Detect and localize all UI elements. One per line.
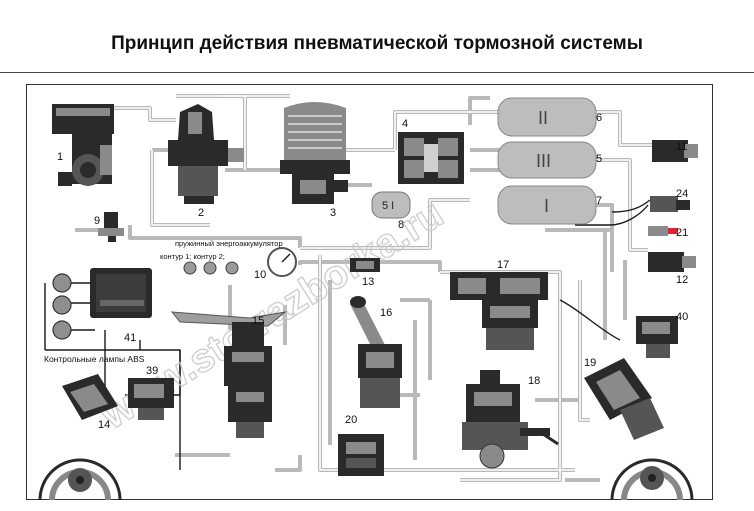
label-10: 10 bbox=[254, 269, 266, 281]
page-title: Принцип действия пневматической тормозно… bbox=[111, 33, 643, 54]
relay-valve-20 bbox=[338, 434, 384, 476]
tank-7-label: I bbox=[544, 196, 549, 216]
brake-pedal-valve bbox=[170, 311, 287, 438]
label-17: 17 bbox=[497, 259, 509, 271]
label-6: 6 bbox=[596, 112, 602, 124]
trailer-coupling-11 bbox=[652, 140, 698, 162]
label-3: 3 bbox=[330, 207, 336, 219]
label-9: 9 bbox=[94, 215, 100, 227]
abs-warning-lamps bbox=[52, 273, 72, 340]
trailer-control-valve bbox=[450, 272, 548, 350]
label-11: 11 bbox=[676, 141, 687, 153]
label-16: 16 bbox=[380, 307, 392, 319]
label-7: 7 bbox=[596, 195, 602, 207]
abs-modulator-40 bbox=[636, 316, 678, 358]
electrical-lines bbox=[44, 199, 651, 470]
rear-wheel-brake bbox=[610, 458, 694, 501]
drain-valve bbox=[98, 212, 124, 242]
label-1: 1 bbox=[57, 151, 63, 163]
load-sensing-valve bbox=[462, 370, 559, 469]
compressor bbox=[52, 104, 114, 186]
brake-light-switch-24 bbox=[650, 196, 690, 212]
label-15: 15 bbox=[252, 315, 264, 327]
circuits-label: контур 1; контур 2; bbox=[160, 252, 225, 261]
label-14: 14 bbox=[98, 419, 110, 431]
title-divider bbox=[0, 72, 754, 73]
spring-brake-cylinder bbox=[584, 358, 664, 440]
four-circuit-valve bbox=[398, 132, 464, 184]
regeneration-tank bbox=[371, 191, 411, 219]
tank-6-label: II bbox=[538, 108, 548, 128]
abs-control-unit bbox=[90, 268, 152, 318]
label-21: 21 bbox=[676, 227, 688, 239]
trailer-coupling-12 bbox=[648, 252, 696, 272]
tank-5-label: III bbox=[536, 151, 551, 171]
label-13: 13 bbox=[362, 276, 374, 288]
pressure-regulator bbox=[168, 104, 244, 204]
label-18: 18 bbox=[528, 375, 540, 387]
label-19: 19 bbox=[584, 357, 596, 369]
circuit-indicators bbox=[183, 261, 239, 275]
hand-brake-valve bbox=[350, 296, 402, 408]
abs-modulator-39 bbox=[128, 378, 174, 420]
tank-8-label: 5 I bbox=[382, 200, 394, 212]
label-12: 12 bbox=[676, 274, 688, 286]
abs-lamps-label: Контрольные лампы ABS bbox=[44, 354, 145, 364]
label-8: 8 bbox=[398, 219, 404, 231]
front-wheel-brake bbox=[38, 458, 122, 501]
label-39: 39 bbox=[146, 365, 158, 377]
air-dryer bbox=[280, 102, 350, 204]
spring-accumulator-label: пружинный энергоаккумулятор bbox=[175, 239, 283, 248]
check-valve-13 bbox=[350, 258, 380, 272]
pressure-gauge bbox=[267, 247, 297, 277]
label-5: 5 bbox=[596, 153, 602, 165]
label-20: 20 bbox=[345, 414, 357, 426]
pressure-sensor-21 bbox=[648, 226, 678, 236]
label-4: 4 bbox=[402, 118, 408, 130]
air-pipes-inner bbox=[111, 95, 655, 481]
label-41: 41 bbox=[124, 332, 136, 344]
front-brake-chamber bbox=[62, 374, 118, 420]
air-tanks bbox=[497, 97, 597, 225]
label-2: 2 bbox=[198, 207, 204, 219]
label-40: 40 bbox=[676, 311, 688, 323]
label-24: 24 bbox=[676, 188, 688, 200]
